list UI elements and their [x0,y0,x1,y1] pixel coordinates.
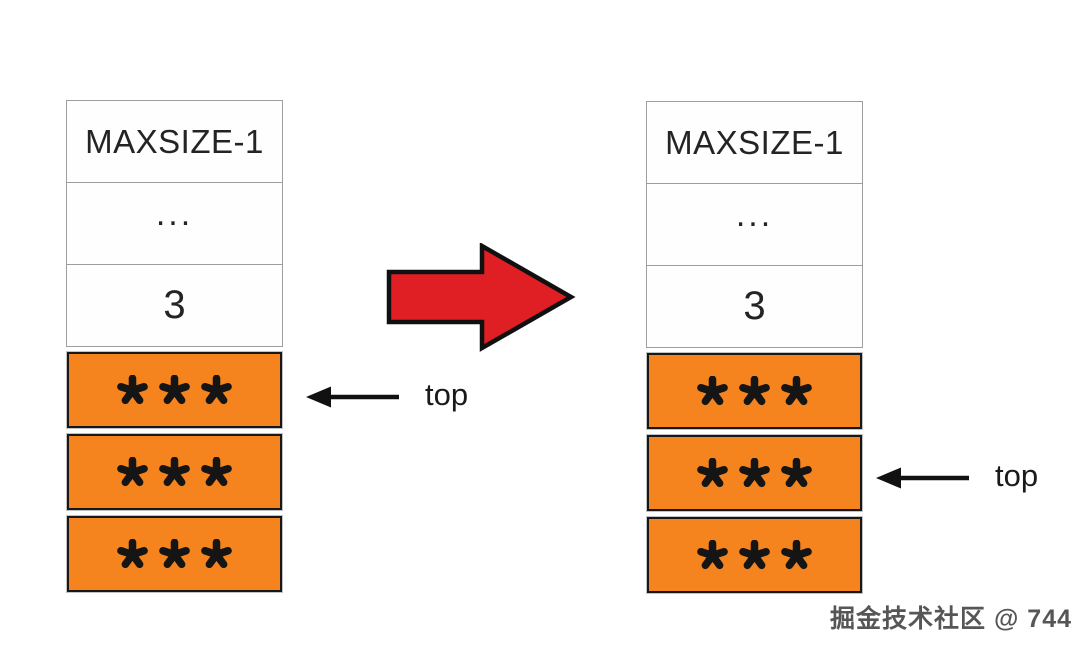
stack-cell-label: ... [155,195,194,233]
watermark: 掘金技术社区 @ 744 [830,605,1072,633]
transition-arrow [386,242,576,358]
stack-cell-label: MAXSIZE-1 [665,123,844,161]
left-arrow-icon [876,467,969,489]
stack-filled-cell-inner [67,516,282,592]
stack-filled-cell [646,434,863,512]
stack-index-cell: 3 [66,264,283,347]
left-arrow-icon [306,386,399,408]
stack-filled-cell-inner [647,517,862,593]
top-pointer-label: top [995,458,1039,493]
stack-cell-label: MAXSIZE-1 [85,122,264,160]
stack-filled-cell-inner [647,353,862,429]
stack-after: MAXSIZE-1 ... 3 [646,101,863,594]
stack-filled-cell [66,515,283,593]
stack-before: MAXSIZE-1 ... 3 [66,100,283,593]
stack-filled-cell-inner [647,435,862,511]
stack-cell-label: ... [735,196,774,234]
stack-cell-label: 3 [163,283,186,327]
red-right-arrow-icon [386,242,576,352]
stack-cell-stars [117,456,232,488]
stack-filled-cell-inner [67,434,282,510]
stack-filled-cell [646,516,863,594]
stack-cell-stars [697,375,812,407]
stack-cell-stars [117,538,232,570]
stack-index-cell: ... [646,183,863,266]
stack-cell-label: 3 [743,284,766,328]
top-pointer-after: top [874,458,1038,494]
stack-index-cell: MAXSIZE-1 [646,101,863,184]
top-pointer-before: top [304,377,468,413]
stack-filled-cell [66,433,283,511]
stack-index-cell: MAXSIZE-1 [66,100,283,183]
stack-index-cell: ... [66,182,283,265]
stack-cell-stars [697,539,812,571]
top-pointer-label: top [425,377,469,412]
stack-filled-cell [66,351,283,429]
stack-cell-stars [117,374,232,406]
stack-cell-stars [697,457,812,489]
stack-filled-cell [646,352,863,430]
stack-index-cell: 3 [646,265,863,348]
stack-filled-cell-inner [67,352,282,428]
